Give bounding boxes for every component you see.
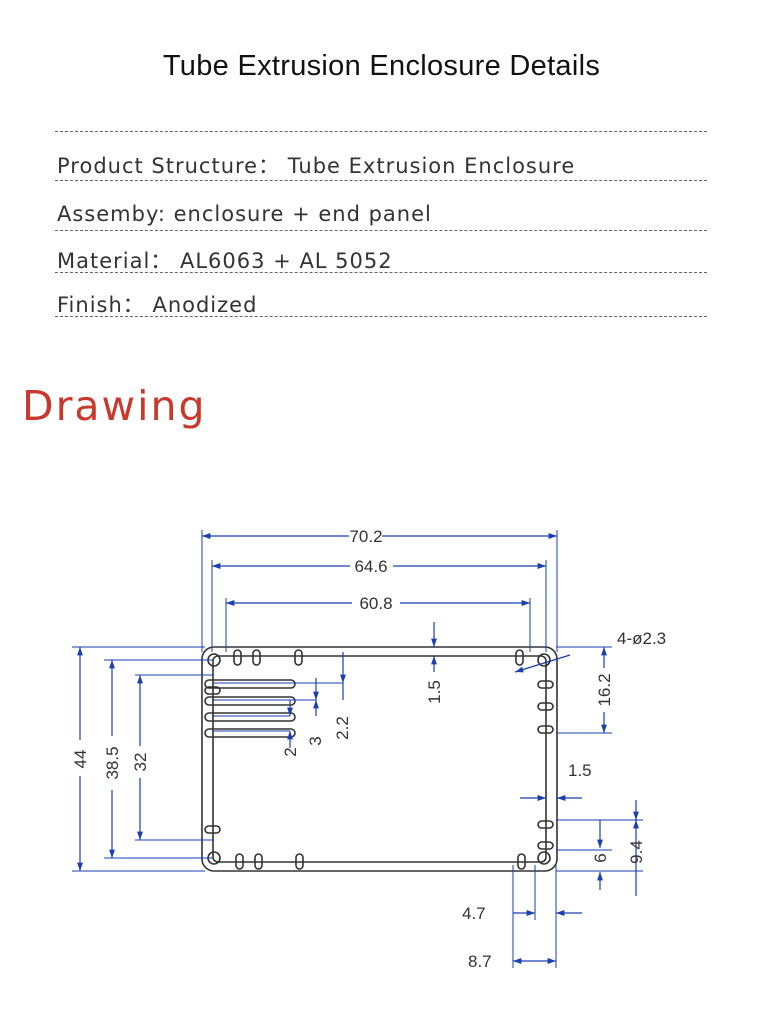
dim-slot-16-2: 16.2 [595,673,614,706]
dimension-lines [77,533,639,964]
bottom-slot [517,853,526,870]
dim-inner-width: 60.8 [359,594,392,613]
dim-slot-9-4: 9.4 [627,840,646,864]
top-slot [515,649,524,666]
dim-slot-6: 6 [591,853,610,862]
dim-rib-2-2: 2.2 [333,716,352,740]
inner-wall [212,655,547,863]
side-slot [537,680,554,689]
left-rib [204,696,296,706]
page-title: Tube Extrusion Enclosure Details [162,50,601,82]
divider [55,316,707,317]
enclosure-profile [201,646,558,872]
side-slot [537,725,554,734]
top-slot [252,649,261,666]
dim-wall-side: 1.5 [568,761,592,780]
section-heading: Drawing [22,382,207,430]
spec-material: Material： AL6063 + AL 5052 [57,249,393,273]
bottom-slot [295,853,304,870]
outer-wall [201,646,558,872]
dim-bottom-4-7: 4.7 [462,904,486,923]
left-rib [204,728,296,738]
extension-lines [72,530,643,968]
dim-rib-3: 3 [306,736,325,745]
corner-hole [537,653,551,667]
dim-overall-height: 44 [71,750,90,769]
side-slot [537,820,554,829]
side-slot [204,825,221,834]
top-slot [294,649,303,666]
spec-assembly: Assemby: enclosure + end panel [57,202,432,226]
dim-middle-width: 64.6 [354,557,387,576]
divider [55,131,707,132]
dim-holes: 4-ø2.3 [617,629,666,648]
spec-finish: Finish： Anodized [57,293,258,317]
divider [55,180,707,181]
corner-hole [537,851,551,865]
top-slot [233,649,242,666]
side-slot [537,841,554,850]
dim-bottom-8-7: 8.7 [468,952,492,971]
side-slot [537,702,554,711]
dim-overall-width: 70.2 [349,527,382,546]
dim-height-38-5: 38.5 [103,746,122,779]
left-rib [204,712,296,722]
dim-rib-2: 2 [281,747,300,756]
left-rib [204,679,296,689]
bottom-slot [235,853,244,870]
divider [55,272,707,273]
bottom-slot [254,853,263,870]
side-slot [204,686,221,695]
dim-height-32: 32 [131,753,150,772]
spec-product-structure: Product Structure： Tube Extrusion Enclos… [57,154,576,178]
dim-wall-top: 1.5 [425,680,444,704]
divider [55,230,707,231]
